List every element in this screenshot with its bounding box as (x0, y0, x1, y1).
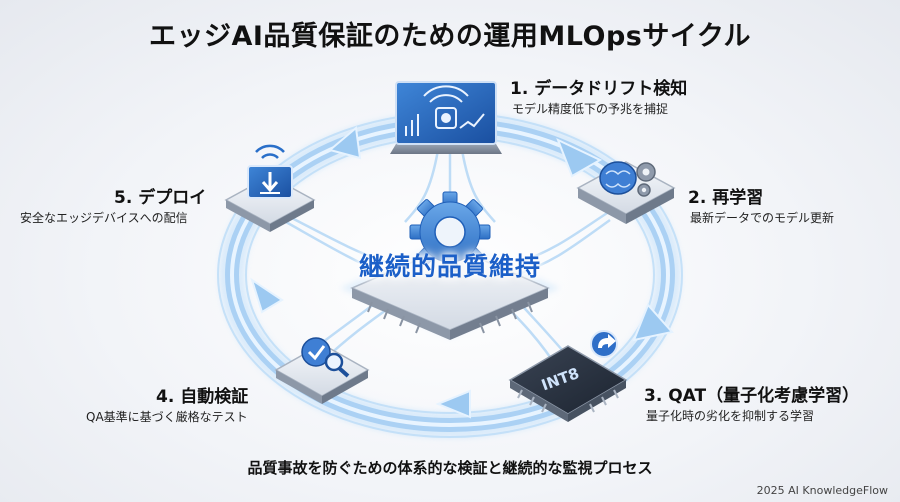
copyright: 2025 AI KnowledgeFlow (756, 484, 888, 497)
arrow-retrain-to-qat (632, 303, 674, 342)
step-2-desc: 最新データでのモデル更新 (690, 211, 835, 225)
step-4-title: 4. 自動検証 (156, 387, 249, 407)
step-1-device (390, 81, 502, 154)
brain-gears-icon (599, 161, 656, 197)
arrow-drift-to-retrain (556, 138, 603, 178)
step-3-title: 3. QAT（量子化考慮学習） (644, 386, 860, 406)
step-4-desc: QA基準に基づく厳格なテスト (86, 410, 248, 424)
arrow-verify-to-deploy (250, 277, 284, 314)
step-2-title: 2. 再学習 (688, 188, 764, 208)
step-3-desc: 量子化時の劣化を抑制する学習 (646, 409, 815, 423)
drift-sensor-icon (405, 85, 485, 136)
page-title: エッジAI品質保証のための運用MLOpsサイクル (148, 21, 752, 52)
step-4-device (274, 337, 370, 404)
wireless-download-icon (247, 144, 293, 199)
center-chip (340, 191, 560, 340)
step-1-title: 1. データドリフト検知 (510, 79, 688, 99)
center-gear-icon (409, 191, 491, 273)
footer-caption: 品質事故を防ぐための体系的な検証と継続的な監視プロセス (247, 459, 653, 477)
int8-chip-icon (590, 330, 618, 358)
step-3-device: INT8 (508, 330, 628, 422)
step-5-device (224, 144, 316, 232)
arrow-qat-to-verify (435, 389, 471, 419)
arrow-deploy-to-drift (327, 126, 362, 160)
center-label: 継続的品質維持 (358, 252, 541, 281)
step-2-device (576, 161, 676, 224)
step-5-desc: 安全なエッジデバイスへの配信 (20, 211, 188, 225)
step-1-desc: モデル精度低下の予兆を捕捉 (512, 102, 669, 116)
cycle-arrows (250, 126, 674, 419)
check-magnifier-icon (301, 337, 350, 378)
step-5-title: 5. デプロイ (114, 188, 207, 208)
